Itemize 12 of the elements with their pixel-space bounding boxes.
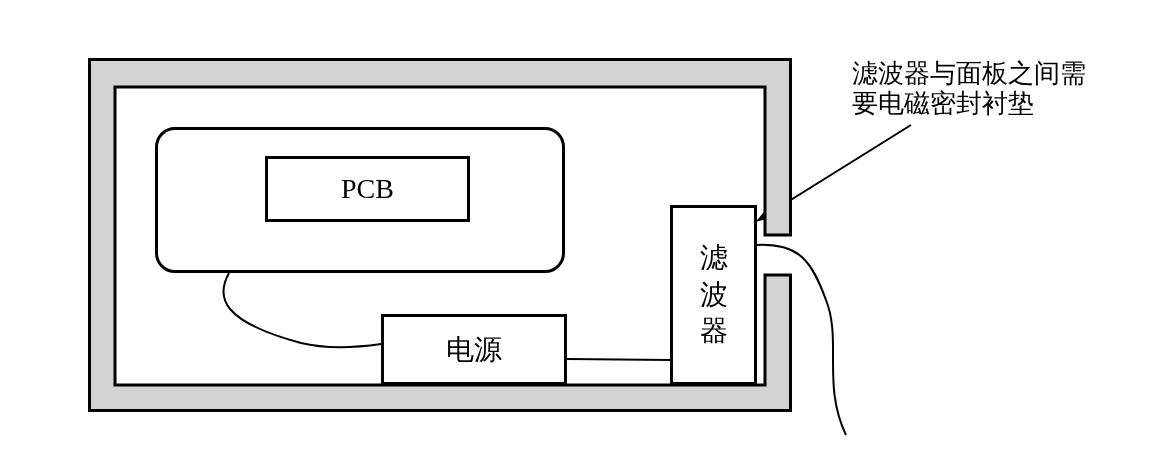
component-label: 电源	[446, 332, 502, 367]
component-box	[381, 314, 567, 385]
cable	[566, 358, 671, 361]
enclosure-wall	[88, 58, 792, 412]
cable	[756, 243, 847, 436]
component-label: PCB	[341, 172, 394, 206]
component-label: 滤波器	[699, 241, 728, 349]
callout-text: 滤波器与面板之间需要电磁密封衬垫	[852, 58, 1087, 118]
cable	[222, 272, 382, 349]
component-box	[265, 156, 470, 222]
filter-box	[670, 205, 757, 385]
module-box	[155, 127, 565, 273]
